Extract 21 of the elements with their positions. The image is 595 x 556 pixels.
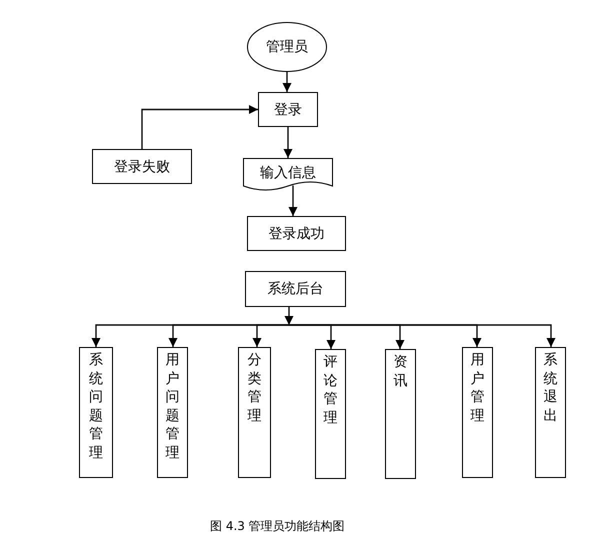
terminal-ellipse: 管理员: [247, 22, 327, 72]
arrow: [284, 127, 292, 158]
module-box: 分类管理: [238, 347, 271, 478]
process-box: 登录: [258, 92, 318, 127]
module-box: 用户管理: [462, 347, 493, 478]
arrow: [141, 105, 258, 149]
document-shape: 输入信息: [243, 158, 333, 192]
process-box: 系统后台: [245, 271, 346, 307]
arrow: [288, 186, 298, 216]
process-box: 登录成功: [247, 216, 346, 251]
module-box: 用户问题管理: [157, 347, 188, 478]
process-box: 登录失败: [92, 149, 192, 184]
arrow: [282, 72, 292, 92]
module-box: 评论管理: [315, 349, 346, 479]
figure-caption: 图 4.3 管理员功能结构图: [210, 519, 345, 534]
arrow: [289, 324, 556, 347]
arrow: [252, 324, 289, 347]
module-box: 资讯: [385, 349, 416, 479]
module-box: 系统退出: [535, 347, 566, 478]
module-box: 系统问题管理: [79, 347, 113, 478]
arrow: [284, 307, 294, 325]
